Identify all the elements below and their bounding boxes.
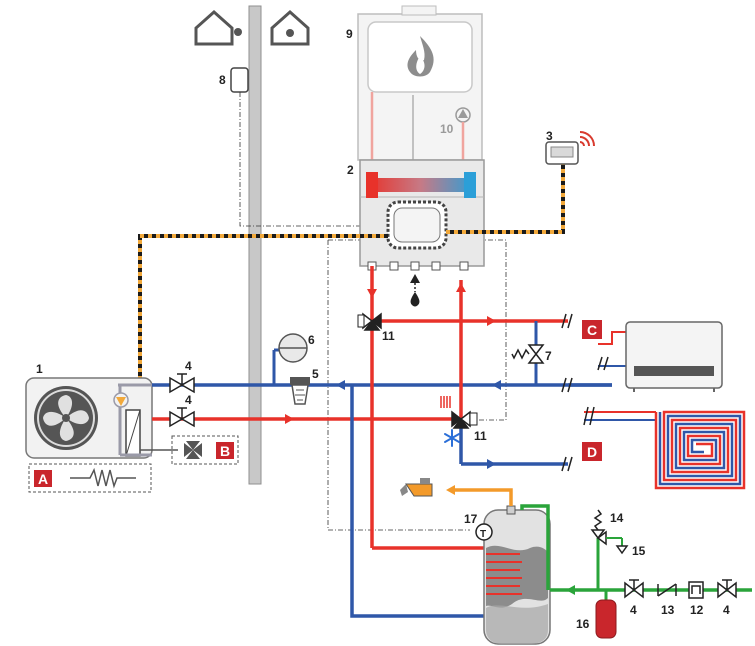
- tag-d: [582, 442, 602, 461]
- fan-coil-unit: [625, 321, 723, 389]
- snowflake-icon: [444, 429, 460, 447]
- dhw-tank-coil: [486, 553, 522, 595]
- sensor-wire: [239, 92, 362, 227]
- arrow-right: [487, 459, 496, 469]
- shutoff-valve-4: [169, 373, 195, 394]
- label-8: 8: [219, 73, 226, 87]
- funnel-15: [615, 545, 629, 555]
- label-11b: 11: [474, 429, 487, 443]
- thermostat-display: [550, 146, 574, 158]
- water-drop-icon: [410, 274, 420, 307]
- pipe-break: [561, 313, 573, 472]
- dhw-tank-top-fitting: [506, 505, 516, 515]
- expansion-vessel-16: [595, 599, 617, 639]
- hp-exchanger-diag: [125, 409, 141, 457]
- label-11a: 11: [382, 329, 395, 343]
- label-3: 3: [546, 129, 553, 143]
- label-2: 2: [347, 163, 354, 177]
- dhw-tank-bottom: [486, 604, 548, 644]
- tag-b-label: B: [220, 443, 230, 459]
- tag-a: [34, 470, 52, 487]
- shutoff-valve-4: [624, 579, 644, 599]
- hp-pump-arrow: [116, 397, 126, 406]
- tank-sensor-label: T: [480, 529, 486, 540]
- wall: [248, 5, 262, 485]
- tag-c: [582, 320, 602, 339]
- heating-element-icon: [70, 467, 136, 489]
- arrow-right: [487, 316, 496, 326]
- tank-sensor: [475, 523, 493, 541]
- fan-coil-grille: [634, 366, 714, 376]
- three-way-valve-11: [357, 312, 382, 331]
- arrow-up: [456, 283, 466, 292]
- check-valve-13: [657, 583, 677, 597]
- label-15: 15: [632, 544, 646, 558]
- label-9: 9: [346, 27, 353, 41]
- wifi-signal-icon: [579, 131, 595, 147]
- control-zone-outline: [327, 239, 507, 531]
- control-cable: [138, 164, 565, 380]
- indoor-sensor-dot: [286, 29, 294, 37]
- fancoil-flow-line: [598, 331, 628, 345]
- shutoff-valve-4: [717, 579, 737, 599]
- label-12: 12: [690, 603, 704, 617]
- flow-arrows: [285, 414, 294, 424]
- label-4a: 4: [185, 359, 192, 373]
- label-4c: 4: [630, 603, 637, 617]
- label-4d: 4: [723, 603, 730, 617]
- tag-b: [216, 442, 234, 459]
- arrow-left: [446, 485, 455, 495]
- label-16: 16: [576, 617, 590, 631]
- house-icon: [194, 9, 234, 46]
- dhw-outlet-line: [452, 488, 513, 506]
- outdoor-sensor-dot: [234, 28, 242, 36]
- label-4b: 4: [185, 393, 192, 407]
- label-6: 6: [308, 333, 315, 347]
- return-arrows: [336, 380, 501, 390]
- label-13: 13: [661, 603, 675, 617]
- shutoff-valve-4: [169, 407, 195, 428]
- label-5: 5: [312, 367, 319, 381]
- fan-icon: [34, 386, 98, 450]
- arrow-left: [566, 585, 575, 595]
- pipe-break: [597, 356, 609, 371]
- plate-exchanger-inner: [393, 207, 441, 243]
- label-1: 1: [36, 362, 43, 376]
- faucet-icon: [400, 478, 433, 497]
- label-7: 7: [545, 349, 552, 363]
- arrow-down: [367, 289, 377, 298]
- tank-return-line: [350, 385, 484, 618]
- underfloor-coil: [654, 410, 746, 490]
- magnetic-filter-5: [290, 377, 310, 405]
- pump-10-arrow: [458, 109, 468, 118]
- flame-icon: [407, 36, 434, 77]
- heat-mode-icon: [440, 396, 451, 408]
- bypass-valve-7: [511, 344, 545, 364]
- three-way-valve-11: [451, 410, 478, 429]
- label-17: 17: [464, 512, 478, 526]
- water-meter-12: [688, 581, 704, 599]
- house-icon: [270, 9, 310, 46]
- tag-d-label: D: [587, 444, 597, 460]
- tag-a-label: A: [38, 471, 48, 487]
- pipe-break: [583, 406, 595, 426]
- separator-left-cap: [366, 172, 378, 198]
- hydraulic-separator: [366, 178, 476, 192]
- label-14: 14: [610, 511, 624, 525]
- tag-c-label: C: [587, 322, 597, 338]
- boiler-top: [401, 5, 437, 16]
- room-sensor-8: [230, 67, 249, 93]
- separator-right-cap: [464, 172, 476, 198]
- mains-tank-top: [520, 504, 550, 590]
- label-10: 10: [440, 122, 454, 136]
- backup-heater-icon: [184, 441, 202, 459]
- safety-valve-14: [590, 509, 607, 546]
